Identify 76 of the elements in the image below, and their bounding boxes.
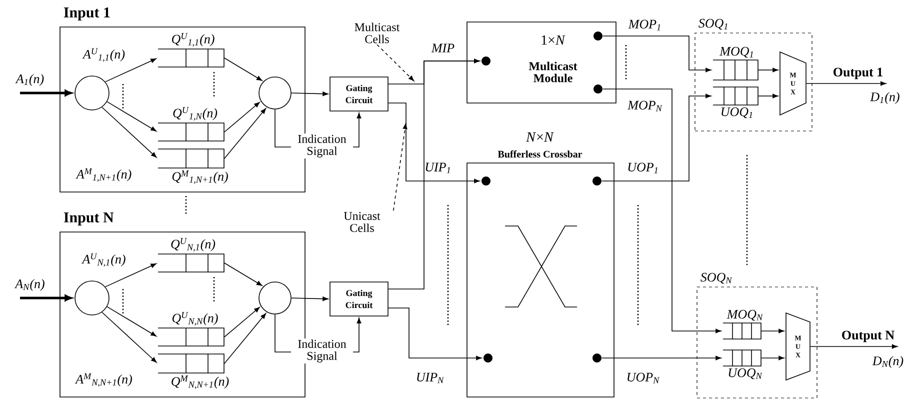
arrow — [20, 294, 72, 302]
arrow — [291, 296, 328, 302]
arrow — [224, 262, 262, 286]
leader-line — [393, 123, 408, 211]
circle-node — [258, 282, 292, 314]
module-label: Multicast Module — [528, 62, 578, 82]
port-label: MOP$_{N}$ — [627, 100, 662, 112]
module-label: 1×N — [542, 35, 566, 45]
arrow — [102, 312, 157, 363]
buffer-label: SOQ$_{N}$ — [700, 272, 732, 284]
module-label: N×N — [526, 132, 554, 142]
arrow — [106, 101, 157, 132]
arrow — [761, 356, 784, 360]
arrow — [224, 313, 266, 364]
queue-label: Q$^{M}$$_{1,N+1}$(n) — [172, 170, 228, 184]
panel-title: Input 1 — [64, 7, 110, 21]
port-label: UOP$_{N}$ — [628, 372, 660, 384]
circle-node — [74, 76, 110, 110]
arrow — [224, 102, 260, 132]
port-label: MIP — [431, 44, 454, 52]
module-label: Bufferless Crossbar — [498, 150, 582, 158]
annotation-text: Unicast Cells — [344, 212, 380, 232]
gating-box: Gating Circuit — [330, 76, 388, 112]
arrow — [20, 90, 72, 96]
arrow — [102, 106, 157, 158]
arrow — [806, 81, 886, 86]
arrow — [291, 92, 328, 96]
arrow — [602, 88, 722, 334]
arrow — [224, 58, 262, 81]
port-label: MOP$_{1}$ — [628, 20, 660, 30]
queue-label: Q$^{U}$$_{N,N}$(n) — [172, 312, 218, 326]
arrow — [602, 36, 712, 72]
arrow — [758, 68, 778, 72]
arrow — [761, 328, 784, 334]
arrow — [388, 308, 482, 360]
gating-box: Gating Circuit — [330, 282, 388, 316]
arrow — [602, 356, 722, 360]
arrow — [104, 58, 156, 82]
edge-label: D$_{1}$(n) — [869, 91, 901, 105]
arrow — [104, 263, 156, 288]
queue-label: Q$^{U}$$_{1,1}$(n) — [172, 33, 214, 47]
annotation-text: Multicast Cells — [354, 22, 400, 44]
edge-label: A$_{1}$(n) — [14, 73, 46, 87]
arrow — [388, 58, 480, 290]
arrow — [224, 108, 266, 159]
output-label: Output 1 — [834, 68, 882, 80]
queue-label: Q$^{U}$$_{1,N}$(n) — [173, 107, 218, 121]
edge-label: A$^{U}$$_{1,1}$(n) — [82, 47, 126, 63]
edge-label: A$^{M}$$_{N,N+1}$(n) — [74, 372, 134, 388]
edge-label: A$_{N}$(n) — [14, 278, 46, 292]
queue-label: UOQ$_{N}$ — [728, 368, 762, 380]
edge-label: A$^{M}$$_{1,N+1}$(n) — [75, 167, 133, 183]
arrow — [758, 94, 778, 98]
queue-label: MOQ$_{N}$ — [726, 310, 763, 321]
edge-label: Indication Signal — [291, 338, 353, 364]
port-label: UIP$_{1}$ — [426, 162, 450, 174]
queue-label: UOQ$_{1}$ — [722, 107, 752, 118]
arrow — [224, 306, 260, 338]
leader-line — [376, 44, 414, 82]
output-label: Output N — [842, 330, 894, 342]
circle-node — [74, 280, 110, 316]
port-label: UOP$_{1}$ — [628, 162, 658, 174]
edge-label: D$_{N}$(n) — [871, 355, 905, 369]
circle-node — [258, 76, 292, 110]
edge-label: A$^{U}$$_{N,1}$(n) — [81, 252, 127, 268]
arrow — [388, 102, 480, 184]
panel-title: Input N — [64, 212, 114, 226]
queue-label: Q$^{U}$$_{N,1}$(n) — [171, 238, 216, 252]
edge-label: Indication Signal — [291, 134, 353, 158]
arrow — [810, 344, 898, 349]
queue-label: MOQ$_{1}$ — [720, 46, 753, 58]
arrow — [602, 94, 712, 182]
arrow — [106, 306, 157, 336]
buffer-label: SOQ$_{1}$ — [698, 18, 728, 30]
port-label: UIP$_{N}$ — [417, 372, 444, 384]
queue-label: Q$^{M}$$_{N,N+1}$(n) — [172, 375, 229, 389]
